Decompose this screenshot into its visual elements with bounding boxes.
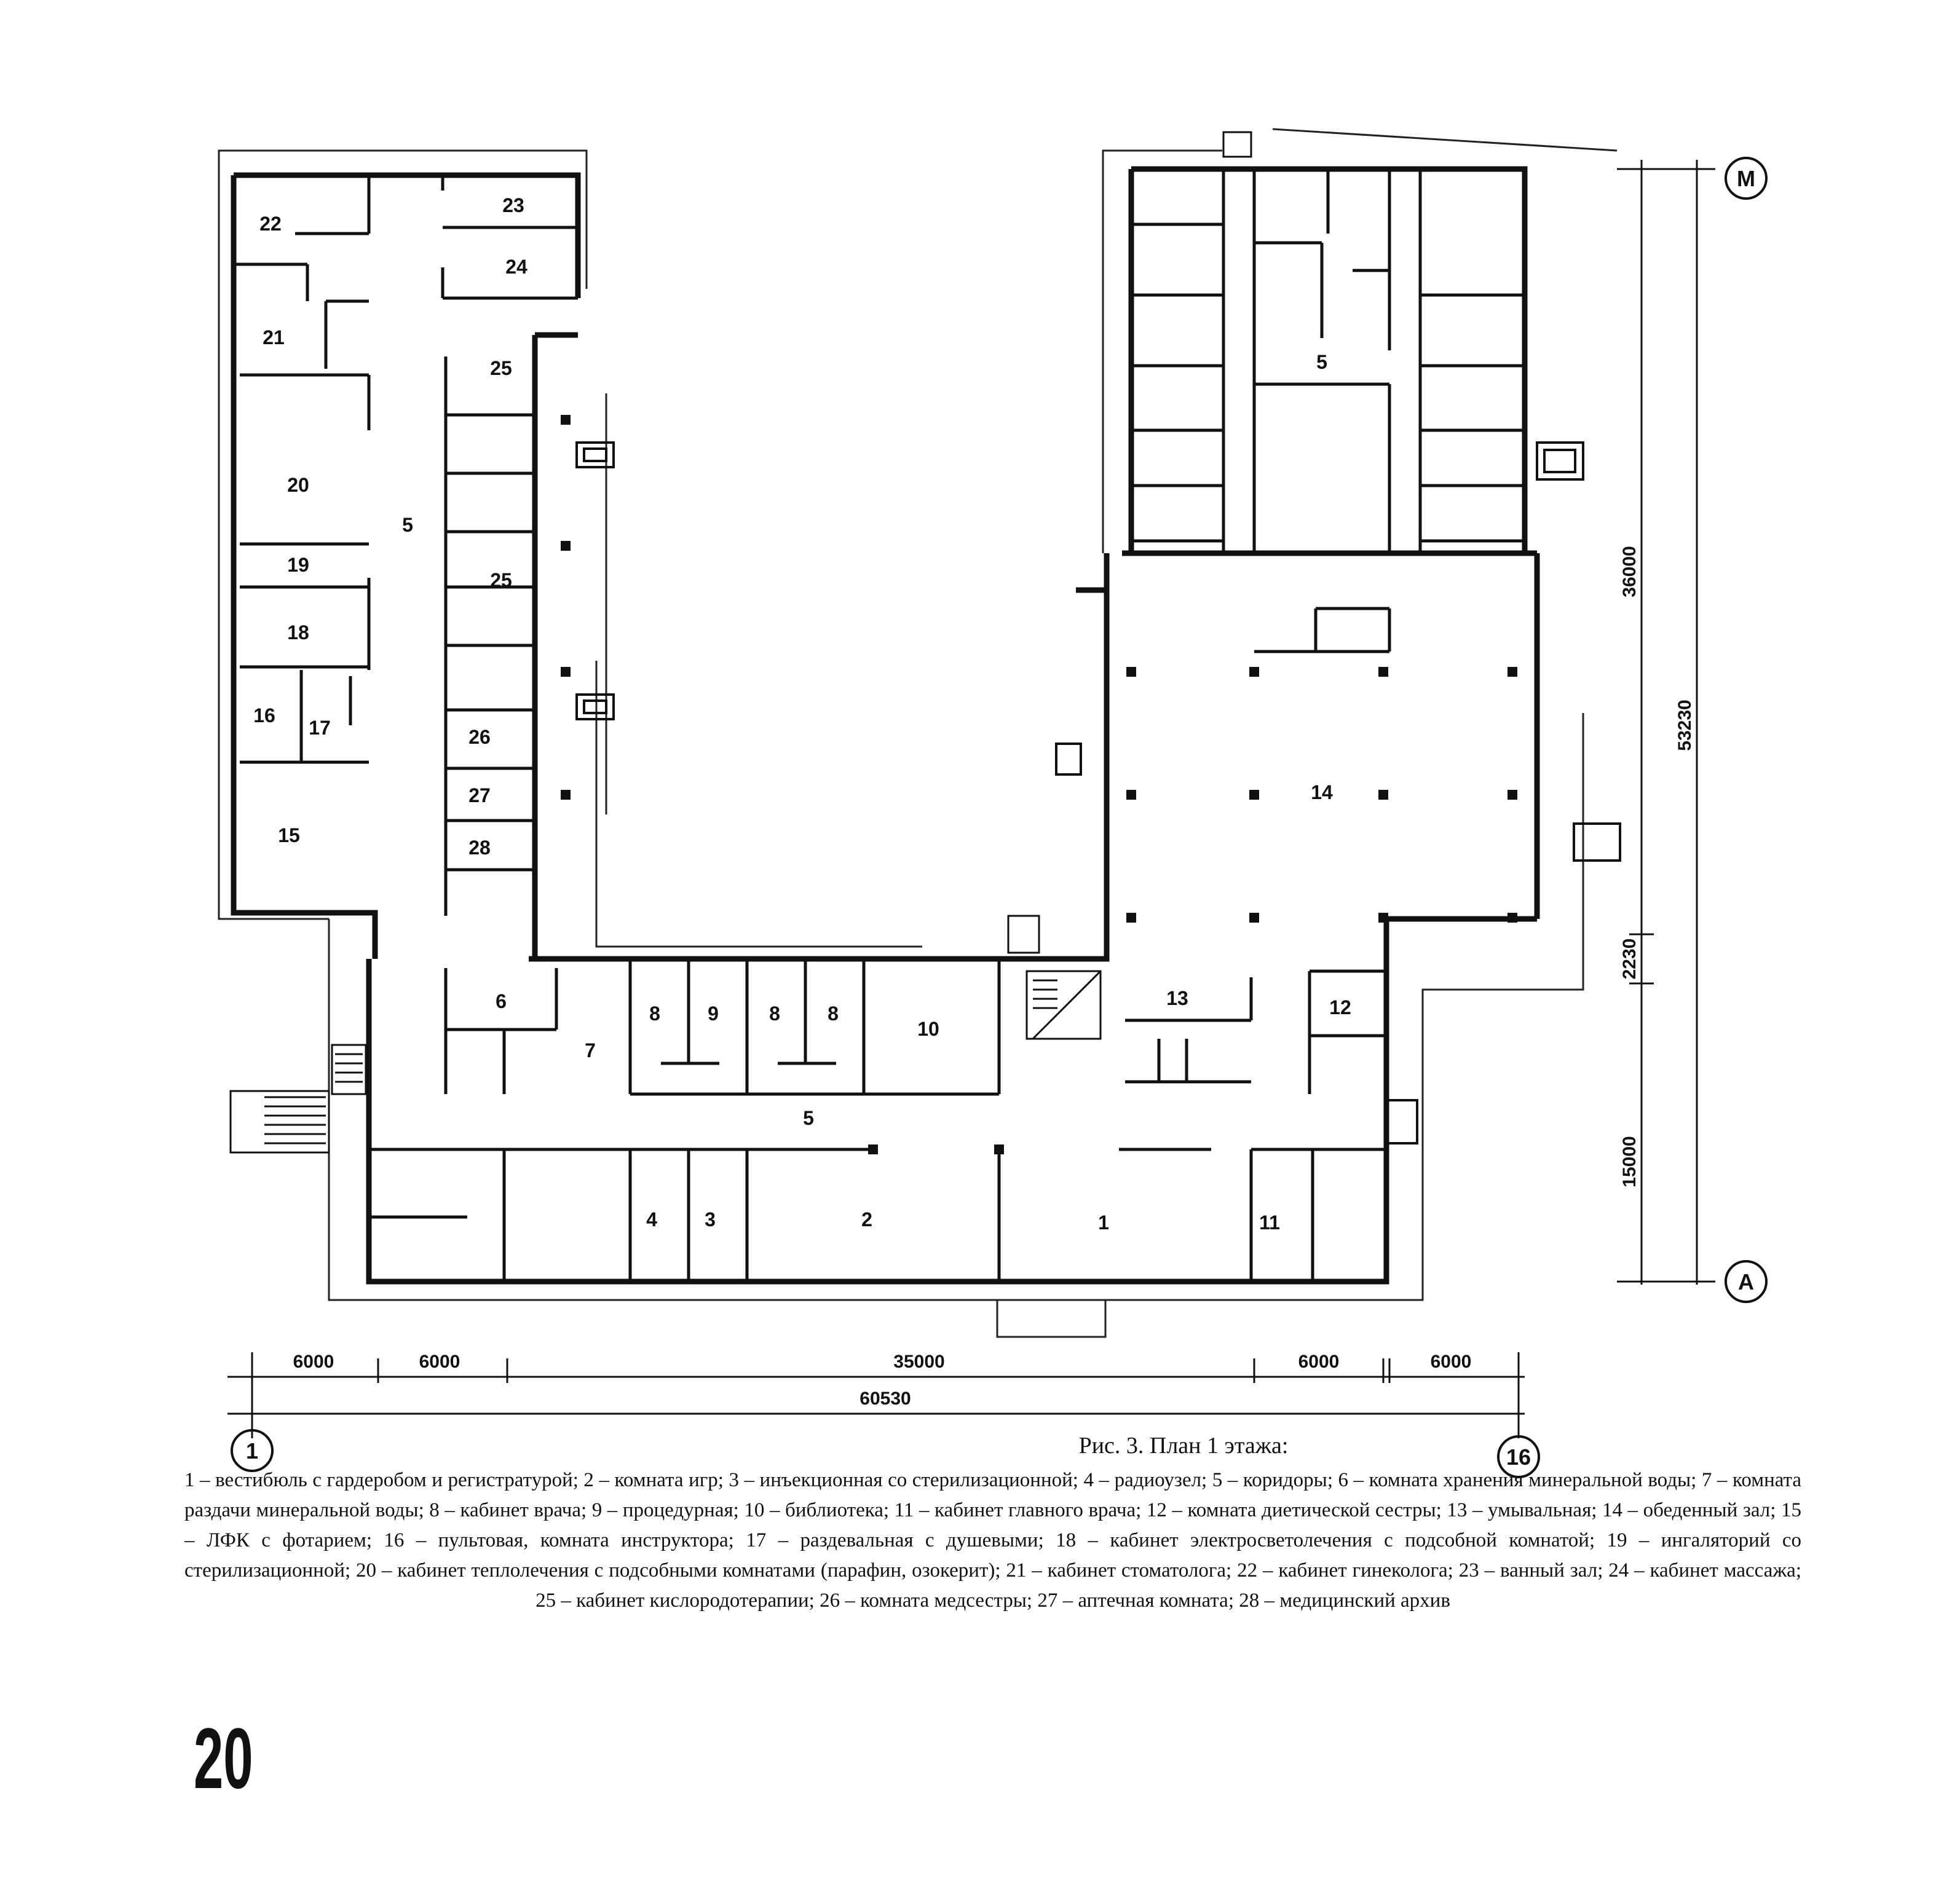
axis-markers bbox=[231, 157, 1768, 1478]
room-label: 18 bbox=[287, 621, 309, 644]
room-label: 8 bbox=[828, 1003, 839, 1025]
room-label: 15 bbox=[278, 824, 300, 846]
outer-site-outline bbox=[218, 128, 1618, 1338]
dim-bottom-3: 35000 bbox=[893, 1352, 944, 1372]
partition-walls bbox=[234, 169, 1525, 1282]
room-label: 24 bbox=[505, 256, 528, 278]
building-walls bbox=[231, 166, 1540, 1285]
room-label: 14 bbox=[1311, 781, 1333, 803]
room-label: 25 bbox=[490, 357, 512, 379]
room-label: 13 bbox=[1166, 987, 1188, 1009]
dimension-labels: 6000 6000 35000 6000 6000 60530 36000 22… bbox=[293, 546, 1695, 1409]
dim-right-2: 2230 bbox=[1619, 939, 1640, 980]
page-number: 20 bbox=[194, 1710, 253, 1806]
axis-marker-m bbox=[1725, 157, 1768, 200]
room-label: 27 bbox=[468, 784, 491, 806]
dim-right-1: 36000 bbox=[1619, 546, 1640, 597]
axis-marker-1 bbox=[231, 1429, 274, 1472]
room-label: 12 bbox=[1329, 996, 1351, 1018]
room-label: 11 bbox=[1259, 1211, 1280, 1234]
axis-label-top: М bbox=[1737, 166, 1755, 191]
room-label: 8 bbox=[649, 1003, 660, 1025]
caption-title: Рис. 3. План 1 этажа: bbox=[1078, 1433, 1289, 1459]
room-label: 21 bbox=[263, 326, 285, 349]
room-numbers: 1 2 3 4 5 5 5 6 7 8 9 8 8 10 11 12 13 14… bbox=[253, 194, 1351, 1234]
axis-labels: 1 16 М А bbox=[246, 166, 1755, 1470]
caption-legend: 1 – вестибюль с гардеробом и регистратур… bbox=[184, 1469, 1801, 1612]
room-label: 26 bbox=[468, 726, 491, 748]
room-label: 23 bbox=[502, 194, 524, 216]
axis-marker-16 bbox=[1497, 1435, 1540, 1478]
room-label: 20 bbox=[287, 474, 309, 496]
dim-right-3: 15000 bbox=[1619, 1136, 1640, 1187]
room-label: 4 bbox=[646, 1208, 657, 1231]
axis-marker-a bbox=[1725, 1260, 1768, 1303]
axis-label-bottom: А bbox=[1738, 1269, 1754, 1294]
dimension-lines bbox=[227, 160, 1715, 1438]
room-label: 6 bbox=[496, 990, 507, 1012]
room-label: 17 bbox=[309, 717, 331, 739]
dim-bottom-5: 6000 bbox=[1431, 1352, 1472, 1372]
room-label: 8 bbox=[769, 1003, 780, 1025]
lift-shafts bbox=[575, 441, 1621, 1144]
structural-columns bbox=[561, 415, 1517, 1154]
room-label: 22 bbox=[259, 213, 282, 235]
axis-label-right: 16 bbox=[1506, 1444, 1531, 1470]
room-label: 19 bbox=[287, 554, 309, 576]
dim-right-total: 53230 bbox=[1675, 699, 1695, 750]
room-label: 7 bbox=[585, 1039, 596, 1062]
room-label: 28 bbox=[468, 837, 491, 859]
room-label: 5 bbox=[803, 1107, 814, 1129]
figure-caption: Рис. 3. План 1 этажа: 1 – вестибюль с га… bbox=[184, 1432, 1801, 1616]
room-label: 5 bbox=[402, 514, 413, 536]
room-label: 5 bbox=[1316, 351, 1327, 373]
room-label: 1 bbox=[1098, 1211, 1109, 1234]
stairs bbox=[229, 131, 1252, 1154]
dim-bottom-total: 60530 bbox=[859, 1389, 911, 1409]
room-label: 3 bbox=[705, 1208, 716, 1231]
room-label: 9 bbox=[708, 1003, 719, 1025]
room-label: 25 bbox=[490, 569, 512, 591]
room-label: 16 bbox=[253, 704, 275, 727]
dim-bottom-1: 6000 bbox=[293, 1352, 334, 1372]
dim-bottom-4: 6000 bbox=[1298, 1352, 1340, 1372]
room-label: 10 bbox=[917, 1018, 939, 1040]
dim-bottom-2: 6000 bbox=[419, 1352, 460, 1372]
room-label: 2 bbox=[861, 1208, 872, 1231]
axis-label-left: 1 bbox=[246, 1438, 258, 1464]
